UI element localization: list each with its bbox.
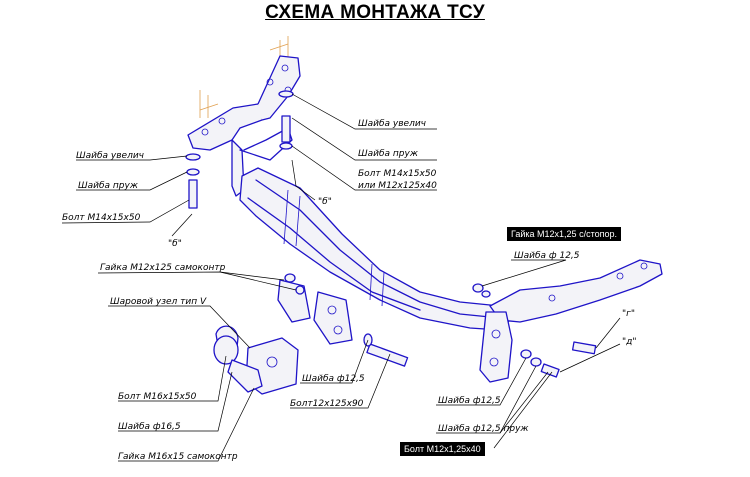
leader-lines: [61, 93, 621, 462]
label-washer-enlarged-left: Шайба увелич: [76, 151, 144, 161]
label-bolt-m12-90: Болт12х125х90: [290, 399, 364, 409]
center-bolts: [284, 273, 409, 367]
cross-beam: [239, 167, 511, 331]
label-washer-125-right-top: Шайба ф 12,5: [514, 251, 580, 261]
left-fastener-stack: [185, 153, 201, 209]
ball-mount: [213, 325, 299, 395]
label-ball-joint: Шаровой узел тип V: [110, 297, 207, 307]
callout-bolt-m12-40: Болт М12х1,25х40: [400, 442, 485, 456]
center-mount-plates: [277, 279, 353, 345]
label-bolt-m14-left: Болт М14х15х50: [62, 213, 141, 223]
label-washer-enlarged-right: Шайба увелич: [358, 119, 426, 129]
label-bolt-m16: Болт М16х15х50: [118, 392, 197, 402]
right-mounting-bracket: [479, 259, 663, 383]
label-nut-m16: Гайка М16х15 самоконтр: [118, 452, 238, 462]
label-washer-125-bottom: Шайба ф12,5: [438, 396, 501, 406]
diagram-title: СХЕМА МОНТАЖА ТСУ: [265, 2, 485, 23]
mark-d: "д": [622, 337, 637, 347]
label-washer-165: Шайба ф16,5: [118, 422, 181, 432]
label-washer-125-left: Шайба ф12,5: [302, 374, 365, 384]
label-spring-washer-left: Шайба пруж: [78, 181, 139, 191]
label-bolt-m12-alt: или М12х125х40: [358, 181, 437, 191]
label-bolt-m14-right: Болт М14х15х50: [358, 169, 437, 179]
label-spring-washer-right: Шайба пруж: [358, 149, 419, 159]
label-spring-washer-125: Шайба ф12,5 пруж: [438, 424, 529, 434]
right-fastener-stack: [278, 90, 294, 150]
label-nut-m12-left: Гайка М12х125 самоконтр: [100, 263, 226, 273]
mark-g: "г": [622, 309, 635, 319]
callout-nut-m12-lock: Гайка М12х1,25 с/стопор.: [507, 227, 621, 241]
mark-b-center: "б": [318, 197, 332, 207]
right-fasteners: [472, 283, 597, 378]
mark-b-left: "б": [168, 239, 182, 249]
